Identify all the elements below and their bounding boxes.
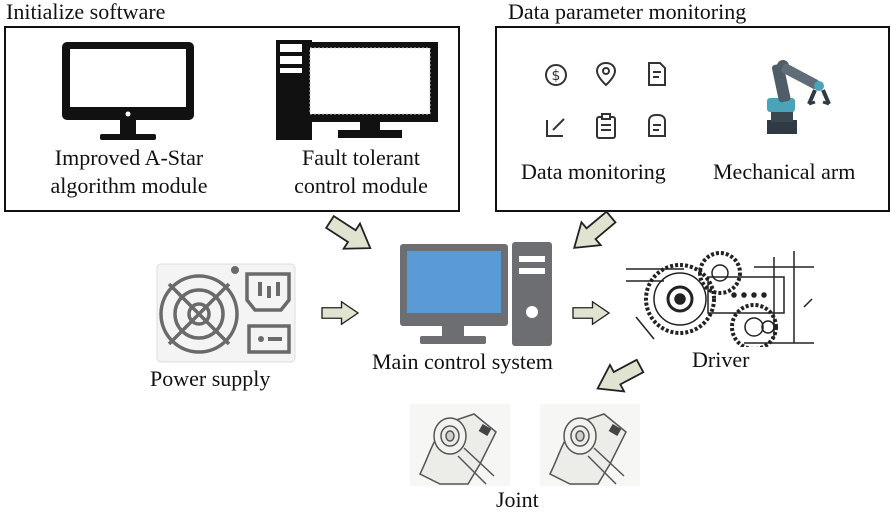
data-monitoring-label: Data monitoring: [521, 159, 666, 184]
driver-gears-icon: [624, 247, 816, 347]
chat-note-icon: [645, 112, 669, 140]
arrow-monitoring-to-main: [563, 204, 622, 261]
arrow-power-to-main: [321, 301, 359, 325]
dollar-icon: $: [543, 62, 569, 88]
arrow-software-to-main: [320, 208, 380, 262]
location-pin-icon: [593, 60, 619, 88]
driver-label: Driver: [692, 347, 750, 372]
mechanical-arm-label: Mechanical arm: [713, 159, 856, 184]
clipboard-icon: [593, 112, 619, 140]
svg-text:$: $: [552, 68, 561, 84]
main-control-system-label: Main control system: [372, 349, 553, 374]
document-icon: [645, 60, 669, 88]
arrow-main-to-driver: [572, 301, 610, 325]
module-b-label-line1: Fault tolerant: [302, 145, 420, 170]
joint-icon-right: [540, 404, 640, 486]
module-b-label-line2: control module: [294, 173, 428, 198]
arrow-driver-to-joint: [589, 351, 648, 403]
mechanical-arm-icon: [753, 58, 843, 140]
module-a-label-line1: Improved A-Star: [54, 145, 204, 170]
edit-note-icon: [543, 114, 569, 140]
joint-label: Joint: [496, 487, 539, 512]
module-a-label-line2: algorithm module: [50, 173, 208, 198]
initialize-software-panel: Improved A-Star algorithm module Fault t…: [4, 26, 460, 212]
monitor-icon: [58, 38, 198, 148]
data-parameter-monitoring-panel: $ Data monitoring Mechanical arm: [495, 26, 890, 212]
main-control-computer-icon: [398, 240, 558, 348]
power-supply-icon: [155, 260, 297, 364]
initialize-software-title: Initialize software: [6, 0, 166, 24]
data-parameter-monitoring-title: Data parameter monitoring: [508, 0, 747, 24]
power-supply-label: Power supply: [150, 366, 271, 391]
joint-icon-left: [410, 404, 510, 486]
desktop-computer-icon: [274, 38, 446, 142]
